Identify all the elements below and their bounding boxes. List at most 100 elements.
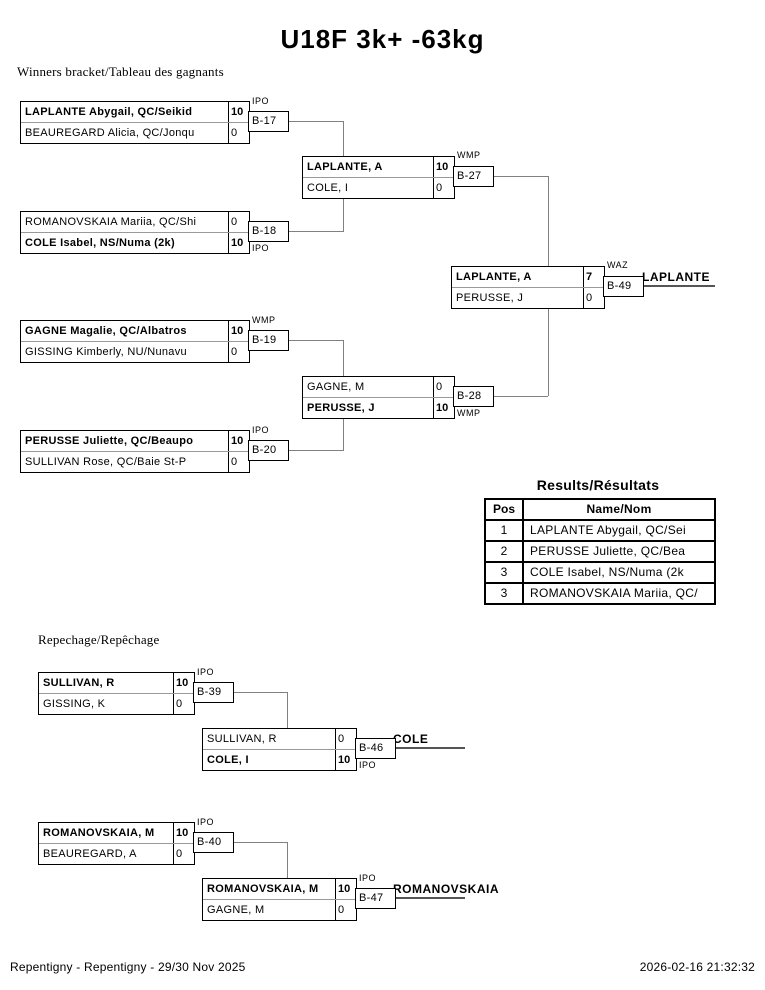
competitor-row: COLE Isabel, NS/Numa (2k) 10: [21, 232, 249, 253]
match-tag-b46: B-46: [355, 738, 396, 759]
result-pos: 3: [486, 563, 524, 582]
competitor-name: ROMANOVSKAIA, M: [39, 823, 174, 843]
winner-line: [640, 285, 715, 287]
competitor-name: COLE Isabel, NS/Numa (2k): [21, 233, 229, 253]
winners-bracket-label: Winners bracket/Tableau des gagnants: [17, 64, 224, 79]
competitor-name: BEAUREGARD Alicia, QC/Jonqu: [21, 123, 229, 143]
match-b40: ROMANOVSKAIA, M 10 BEAUREGARD, A 0: [38, 822, 195, 865]
match-b47: ROMANOVSKAIA, M 10 GAGNE, M 0: [202, 878, 357, 921]
competitor-name: GISSING Kimberly, NU/Nunavu: [21, 342, 229, 362]
results-row: 2 PERUSSE Juliette, QC/Bea: [486, 540, 714, 561]
competitor-row: GAGNE, M 0: [203, 899, 356, 920]
match-tag-b20: B-20: [248, 440, 289, 461]
competitor-name: COLE, I: [303, 178, 434, 198]
match-tag-b47: B-47: [355, 888, 396, 909]
footer-timestamp: 2026-02-16 21:32:32: [639, 960, 755, 974]
results-row: 3 COLE Isabel, NS/Numa (2k: [486, 561, 714, 582]
competitor-row: BEAUREGARD, A 0: [39, 843, 194, 864]
competitor-score: 0: [231, 216, 238, 228]
connector-line: [230, 842, 287, 843]
winner-line: [392, 897, 465, 899]
win-type-label: WMP: [252, 315, 276, 325]
competitor-row: GAGNE, M 0: [303, 377, 454, 397]
champion-name: LAPLANTE: [642, 270, 710, 284]
competitor-row: COLE, I 0: [303, 177, 454, 198]
competitor-score: 0: [436, 182, 443, 194]
competitor-row: LAPLANTE Abygail, QC/Seikid 10: [21, 102, 249, 122]
connector-line: [287, 842, 288, 878]
competitor-score: 0: [338, 733, 345, 745]
competitor-name: SULLIVAN, R: [203, 729, 336, 749]
competitor-row: PERUSSE Juliette, QC/Beaupo 10: [21, 431, 249, 451]
connector-line: [287, 692, 288, 728]
competitor-score: 10: [338, 754, 351, 766]
competitor-score: 0: [338, 904, 345, 916]
win-type-label: WMP: [457, 150, 481, 160]
result-name: LAPLANTE Abygail, QC/Sei: [530, 523, 686, 537]
win-type-label: IPO: [197, 667, 215, 677]
competitor-score: 0: [436, 381, 443, 393]
match-tag-b19: B-19: [248, 330, 289, 351]
competitor-name: PERUSSE, J: [303, 398, 434, 418]
results-header-pos: Pos: [486, 500, 524, 519]
competitor-name: BEAUREGARD, A: [39, 844, 174, 864]
match-b49-final: LAPLANTE, A 7 PERUSSE, J 0: [451, 266, 605, 309]
connector-line: [490, 396, 548, 397]
connector-line: [285, 450, 343, 451]
competitor-row: SULLIVAN, R 10: [39, 673, 194, 693]
competitor-row: SULLIVAN Rose, QC/Baie St-P 0: [21, 451, 249, 472]
match-b19: GAGNE Magalie, QC/Albatros 10 GISSING Ki…: [20, 320, 250, 363]
result-name: ROMANOVSKAIA Mariia, QC/: [530, 586, 698, 600]
repechage-label: Repechage/Repêchage: [38, 632, 160, 647]
competitor-row: GAGNE Magalie, QC/Albatros 10: [21, 321, 249, 341]
connector-line: [343, 340, 344, 376]
competitor-name: PERUSSE Juliette, QC/Beaupo: [21, 431, 229, 451]
competitor-name: SULLIVAN, R: [39, 673, 174, 693]
competitor-row: COLE, I 10: [203, 749, 356, 770]
competitor-score: 0: [231, 456, 238, 468]
competitor-row: LAPLANTE, A 7: [452, 267, 604, 287]
page-title: U18F 3k+ -63kg: [280, 24, 485, 54]
competitor-row: PERUSSE, J 0: [452, 287, 604, 308]
competitor-name: GISSING, K: [39, 694, 174, 714]
match-b17: LAPLANTE Abygail, QC/Seikid 10 BEAUREGAR…: [20, 101, 250, 144]
connector-line: [548, 307, 549, 396]
winner-line: [392, 747, 465, 749]
connector-line: [490, 176, 548, 177]
match-b27: LAPLANTE, A 10 COLE, I 0: [302, 156, 455, 199]
competitor-row: SULLIVAN, R 0: [203, 729, 356, 749]
competitor-name: ROMANOVSKAIA, M: [203, 879, 336, 899]
competitor-name: ROMANOVSKAIA Mariia, QC/Shi: [21, 212, 229, 232]
result-pos: 3: [486, 584, 524, 603]
connector-line: [285, 340, 343, 341]
match-tag-b28: B-28: [453, 386, 494, 407]
win-type-label: WMP: [457, 408, 481, 418]
competitor-score: 10: [338, 883, 351, 895]
competitor-score: 10: [176, 677, 189, 689]
competitor-name: PERUSSE, J: [452, 288, 584, 308]
results-title: Results/Résultats: [536, 477, 660, 493]
match-tag-b49: B-49: [603, 276, 644, 297]
repechage-winner-name: COLE: [393, 732, 429, 746]
competitor-score: 0: [231, 346, 238, 358]
connector-line: [285, 121, 343, 122]
win-type-label: IPO: [359, 760, 377, 770]
connector-line: [285, 231, 343, 232]
win-type-label: IPO: [252, 425, 270, 435]
competitor-score: 10: [436, 402, 449, 414]
match-b28: GAGNE, M 0 PERUSSE, J 10: [302, 376, 455, 419]
competitor-score: 10: [231, 325, 244, 337]
competitor-row: GISSING, K 0: [39, 693, 194, 714]
match-b39: SULLIVAN, R 10 GISSING, K 0: [38, 672, 195, 715]
repechage-winner-name: ROMANOVSKAIA: [393, 882, 500, 896]
result-name: COLE Isabel, NS/Numa (2k: [530, 565, 684, 579]
competitor-score: 0: [231, 127, 238, 139]
match-b18: ROMANOVSKAIA Mariia, QC/Shi 0 COLE Isabe…: [20, 211, 250, 254]
competitor-name: LAPLANTE, A: [452, 267, 584, 287]
results-header-row: Pos Name/Nom: [486, 500, 714, 519]
competitor-score: 10: [231, 237, 244, 249]
competitor-name: LAPLANTE, A: [303, 157, 434, 177]
connector-line: [343, 121, 344, 156]
connector-line: [343, 416, 344, 451]
